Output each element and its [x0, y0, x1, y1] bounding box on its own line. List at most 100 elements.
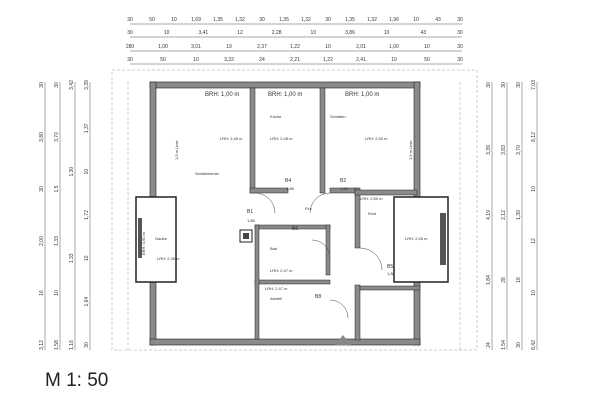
room-brh-3: BRH: 1,00 m	[345, 92, 379, 98]
dim-top-2-10: 30	[457, 44, 463, 50]
dim-left-0-3: 2,00	[39, 236, 45, 246]
dim-right-0-3: 1,84	[486, 275, 492, 285]
dim-top-3-10: 30	[457, 57, 463, 63]
dim-left-1-1: 3,70	[54, 132, 60, 142]
dim-top-2-2: 3,01	[191, 44, 201, 50]
room-name-kitchen: Küche	[270, 114, 282, 119]
dim-top-0-8: 1,32	[301, 17, 311, 23]
line-label-right: 1,5 m Linie	[408, 140, 413, 160]
room-lrh-child: LRH: 2,47 m	[265, 286, 288, 291]
dim-top-0-13: 10	[413, 17, 419, 23]
dim-top-0-5: 1,32	[235, 17, 245, 23]
height-label-4: 1,88	[387, 271, 396, 276]
dim-top-3-3: 3,32	[224, 57, 234, 63]
window-brh-label: BRH: 0,90 m	[141, 231, 146, 255]
room-name-hall: Flur	[305, 206, 313, 211]
dim-right-3-1: 8,12	[531, 132, 537, 142]
door-label-b5: B5	[387, 264, 393, 270]
height-label-1: 1,86	[247, 218, 256, 223]
dim-top-3-2: 10	[193, 57, 199, 63]
dormer-windows	[138, 213, 446, 265]
dim-top-2-1: 1,00	[158, 44, 168, 50]
room-lrh-schlafen: LRH: 2,50 m	[365, 136, 388, 141]
dim-top-1-4: 2,28	[272, 30, 282, 36]
dim-left-1-4: 10	[54, 290, 60, 296]
dim-right-2-3: 16	[516, 277, 522, 283]
dim-top-0-10: 1,35	[345, 17, 355, 23]
dim-left-1-2: 1,5	[54, 185, 60, 192]
dim-top-2-6: 10	[325, 44, 331, 50]
dim-left-3-5: 1,64	[84, 297, 90, 307]
dim-top-3-5: 2,21	[290, 57, 300, 63]
dim-right-1-2: 2,12	[501, 210, 507, 220]
dim-left-2-3: 1,16	[69, 340, 75, 350]
dim-left-0-4: 16	[39, 290, 45, 296]
dim-left-2-2: 1,33	[69, 253, 75, 263]
dim-top-3-4: 24	[259, 57, 265, 63]
dim-left-3-6: 30	[84, 342, 90, 348]
dim-top-2-7: 2,01	[356, 44, 366, 50]
dim-top-0-11: 1,32	[367, 17, 377, 23]
dim-top-0-9: 30	[325, 17, 331, 23]
dim-top-1-3: 12	[237, 30, 243, 36]
dim-top-3-9: 50	[424, 57, 430, 63]
dim-left-3-0: 3,39	[84, 80, 90, 90]
dim-right-0-0: 30	[486, 82, 492, 88]
door-label-b6: B6	[292, 226, 298, 232]
dim-left-0-5: 3,12	[39, 340, 45, 350]
dim-left-0-1: 3,80	[39, 132, 45, 142]
dim-right-3-5: 8,42	[531, 340, 537, 350]
room-lrh-bedroom: LRH: 2,45 m	[220, 136, 243, 141]
dim-top-0-1: 50	[149, 17, 155, 23]
dim-top-0-3: 1,69	[191, 17, 201, 23]
dim-right-3-2: 10	[531, 186, 537, 192]
dim-top-2-0: 280	[126, 44, 135, 50]
dim-right-3-3: 12	[531, 238, 537, 244]
right-dimension-lines	[491, 82, 538, 350]
dim-right-2-1: 3,70	[516, 145, 522, 155]
dim-top-1-9: 30	[457, 30, 463, 36]
dim-top-3-7: 2,41	[356, 57, 366, 63]
room-lrh-dormer-right: LRH: 2,28 m	[405, 236, 428, 241]
door-arcs	[254, 192, 383, 319]
dim-right-3-0: 7,03	[531, 80, 537, 90]
left-dimension-lines	[44, 82, 91, 350]
room-name-dormer-left: Gaube	[155, 236, 168, 241]
dim-top-3-0: 30	[127, 57, 133, 63]
dim-top-0-2: 10	[171, 17, 177, 23]
dim-top-1-6: 3,86	[345, 30, 355, 36]
room-lrh-bath: LRH: 2,47 m	[270, 268, 293, 273]
room-name-schlafen: Schlafen	[330, 114, 346, 119]
dim-left-3-1: 1,37	[84, 123, 90, 133]
dim-left-2-1: 1,30	[69, 167, 75, 177]
dim-right-0-1: 3,39	[486, 145, 492, 155]
dormers	[135, 196, 449, 283]
dim-top-3-1: 50	[160, 57, 166, 63]
dim-top-1-5: 10	[311, 30, 317, 36]
dim-left-2-0: 3,42	[69, 80, 75, 90]
dim-left-1-0: 30	[54, 82, 60, 88]
dim-right-1-3: 28	[501, 277, 507, 283]
door-label-b8: B8	[315, 294, 321, 300]
dim-top-0-6: 30	[259, 17, 265, 23]
dim-right-0-2: 4,19	[486, 210, 492, 220]
dim-top-2-8: 1,00	[389, 44, 399, 50]
door-label-b2: B2	[340, 178, 346, 184]
dim-top-0-12: 1,96	[389, 17, 399, 23]
dim-right-2-2: 1,30	[516, 210, 522, 220]
dim-top-2-5: 1,22	[290, 44, 300, 50]
room-lrh-kitchen: LRH: 2,48 m	[270, 136, 293, 141]
room-brh-2: BRH: 1,00 m	[268, 92, 302, 98]
dim-top-0-0: 30	[127, 17, 133, 23]
door-label-b1: B1	[247, 209, 253, 215]
dim-top-1-0: 30	[127, 30, 133, 36]
dim-top-3-6: 1,22	[323, 57, 333, 63]
dim-top-0-15: 30	[457, 17, 463, 23]
dim-top-0-4: 1,35	[213, 17, 223, 23]
height-label-3: 1,88	[286, 186, 295, 191]
dim-left-1-3: 1,33	[54, 236, 60, 246]
dim-left-1-5: 1,58	[54, 340, 60, 350]
dim-top-1-7: 10	[384, 30, 390, 36]
